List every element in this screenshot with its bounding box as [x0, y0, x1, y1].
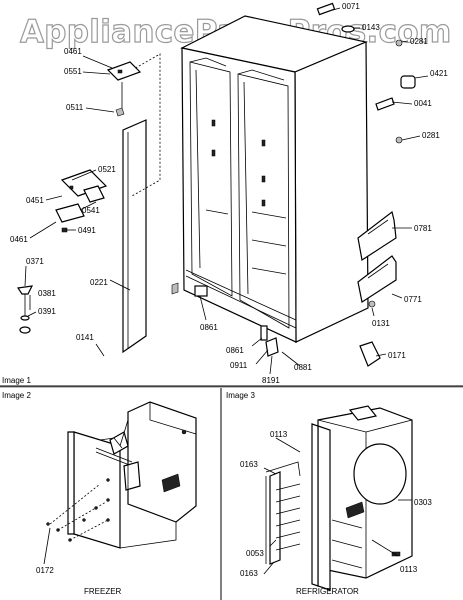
part-label: 0391 [38, 307, 56, 316]
part-label: 0511 [66, 103, 84, 112]
part-label: 0041 [414, 99, 432, 108]
part-label: 0163 [240, 569, 258, 578]
part-label: 0861 [226, 346, 244, 355]
leader-lines-image1 [24, 7, 429, 375]
door-panel [122, 53, 161, 354]
part-label: 0371 [26, 257, 44, 266]
part-label: 0911 [230, 361, 248, 370]
refrigerator-label: REFRIGERATOR [296, 587, 359, 596]
part-label: 0071 [342, 2, 360, 11]
part-label: 8191 [262, 376, 280, 385]
part-label: 0781 [414, 224, 432, 233]
top-hardware [316, 2, 416, 144]
part-label: 0113 [400, 565, 418, 574]
part-label: 0771 [404, 295, 422, 304]
caption-image1: Image 1 [2, 376, 31, 385]
part-label: 0221 [90, 278, 108, 287]
part-label: 0491 [78, 226, 96, 235]
upper-hinge [106, 61, 142, 117]
leveler [16, 285, 34, 334]
part-label: 0461 [64, 47, 82, 56]
part-label: 0861 [200, 323, 218, 332]
part-label: 0461 [10, 235, 28, 244]
part-label: 0381 [38, 289, 56, 298]
part-label: 0303 [414, 498, 432, 507]
crisper-covers [357, 210, 397, 303]
caption-image2: Image 2 [2, 391, 31, 400]
part-label: 0521 [98, 165, 116, 174]
part-label: 0131 [372, 319, 390, 328]
part-label: 0143 [362, 23, 380, 32]
part-label: 0551 [64, 67, 82, 76]
caption-image3: Image 3 [226, 391, 255, 400]
refrigerator-view: 0113 0163 0163 0303 0053 0113 REFRIGERAT… [240, 405, 432, 596]
part-label: 0541 [82, 206, 100, 215]
cabinet-assembly [180, 15, 369, 343]
part-label: 0053 [246, 549, 264, 558]
part-label: 0141 [76, 333, 94, 342]
part-label: 0451 [26, 196, 44, 205]
part-label: 0421 [430, 69, 448, 78]
part-label: 0881 [294, 363, 312, 372]
freezer-view: 0172 FREEZER [36, 401, 197, 596]
part-label: 0281 [410, 37, 428, 46]
middle-hinge [55, 169, 108, 233]
part-label: 0113 [270, 430, 288, 439]
part-label: 0172 [36, 566, 54, 575]
part-label: 0163 [240, 460, 258, 469]
labels-image1: 0071 0143 0281 0421 0041 0281 0461 0551 … [10, 2, 448, 385]
freezer-label: FREEZER [84, 587, 122, 596]
part-label: 0281 [422, 131, 440, 140]
part-label: 0171 [388, 351, 406, 360]
